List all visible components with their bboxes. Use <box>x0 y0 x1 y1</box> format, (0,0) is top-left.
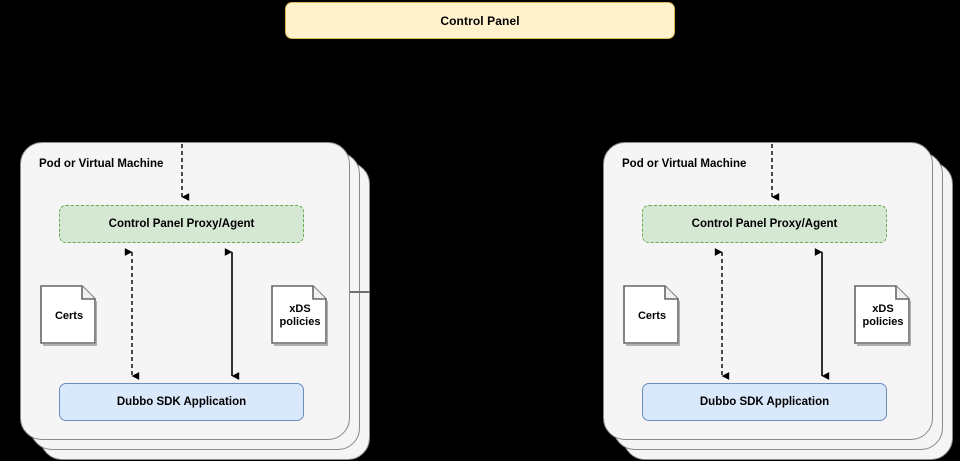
document-icon <box>40 285 97 346</box>
note-certs-right[interactable]: Certs <box>621 283 683 349</box>
note-certs-left[interactable]: Certs <box>38 283 100 349</box>
note-xds-policies-right[interactable]: xDS policies <box>852 283 914 349</box>
note-xds-policies-left[interactable]: xDS policies <box>269 283 331 349</box>
dubbo-sdk-application-label-right: Dubbo SDK Application <box>699 396 830 408</box>
document-icon <box>623 285 680 346</box>
pod-title-right: Pod or Virtual Machine <box>622 158 747 170</box>
dubbo-sdk-application-label-left: Dubbo SDK Application <box>116 396 247 408</box>
document-icon <box>854 285 911 346</box>
pod-card-front-right[interactable]: Pod or Virtual Machine Control Panel Pro… <box>603 142 933 440</box>
proxy-agent-label-left: Control Panel Proxy/Agent <box>108 218 255 230</box>
document-icon <box>271 285 328 346</box>
dubbo-sdk-application-box-left[interactable]: Dubbo SDK Application <box>59 383 304 421</box>
pod-stack-right[interactable]: Pod or Virtual Machine Control Panel Pro… <box>603 142 953 460</box>
dubbo-sdk-application-box-right[interactable]: Dubbo SDK Application <box>642 383 887 421</box>
proxy-agent-box-right[interactable]: Control Panel Proxy/Agent <box>642 205 887 243</box>
proxy-agent-box-left[interactable]: Control Panel Proxy/Agent <box>59 205 304 243</box>
pod-title-left: Pod or Virtual Machine <box>39 158 164 170</box>
pod-card-front-left[interactable]: Pod or Virtual Machine Control Panel Pro… <box>20 142 350 440</box>
control-panel-box[interactable]: Control Panel <box>285 2 675 39</box>
connector-stub-left <box>350 291 370 293</box>
proxy-agent-label-right: Control Panel Proxy/Agent <box>691 218 838 230</box>
pod-stack-left[interactable]: Pod or Virtual Machine Control Panel Pro… <box>20 142 370 460</box>
control-panel-label: Control Panel <box>440 13 520 28</box>
